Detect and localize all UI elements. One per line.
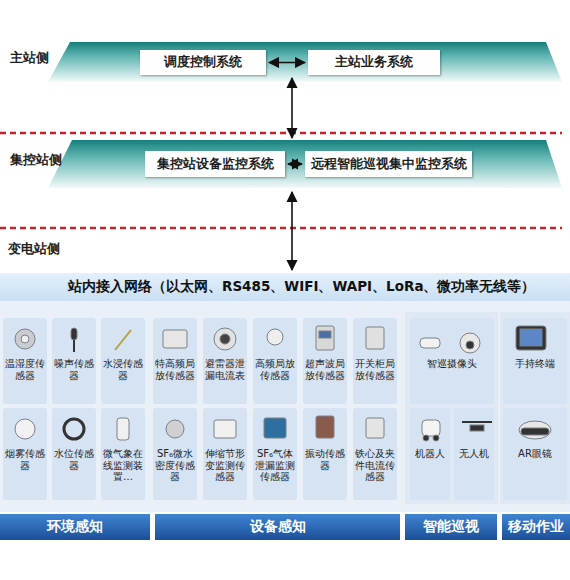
node-text: 铁心及夹件电流传感器 [354, 448, 396, 483]
node-text: 智能巡视 [423, 518, 479, 536]
node-text: 无人机 [455, 448, 493, 460]
device-tile: 无人机 [454, 408, 494, 500]
link-arrow [291, 78, 293, 138]
link-arrow [288, 163, 302, 165]
node-text: 噪声传感器 [53, 358, 95, 381]
divider-line [0, 132, 562, 135]
node-text: 调度控制系统 [164, 54, 242, 71]
tier-label: 集控站侧 [10, 152, 62, 169]
device-tile: 噪声传感器 [52, 318, 96, 404]
tier-label: 主站侧 [10, 50, 49, 67]
device-tile: 超声波局放传感器 [303, 318, 347, 404]
node-text: 设备感知 [250, 518, 306, 536]
device-tile: AR眼镜 [503, 408, 567, 500]
node-text: 移动作业 [508, 518, 564, 536]
system-box: 主站业务系统 [308, 50, 440, 75]
node-text: 水浸传感器 [102, 358, 144, 381]
group-panel [405, 312, 498, 504]
node-text: 伸缩节形变监测传感器 [204, 448, 246, 483]
device-tile: 伸缩节形变监测传感器 [203, 408, 247, 500]
device-tile: SF₆微水密度传感器 [153, 408, 197, 500]
link-arrow [269, 62, 305, 64]
node-text: 水位传感器 [53, 448, 95, 471]
device-tile: 避雷器泄漏电流表 [203, 318, 247, 404]
category-bar: 环境感知 [0, 514, 150, 540]
group-panel [500, 312, 570, 504]
node-text: 微气象在线监测装置… [102, 448, 144, 483]
device-tile: 特高频局放传感器 [153, 318, 197, 404]
divider-line [0, 227, 562, 230]
node-text: 机器人 [411, 448, 449, 460]
system-box: 集控站设备监控系统 [145, 151, 285, 177]
node-text: 高频局放传感器 [254, 358, 296, 381]
device-tile: 高频局放传感器 [253, 318, 297, 404]
device-tile: 水位传感器 [52, 408, 96, 500]
node-text: 超声波局放传感器 [304, 358, 346, 381]
node-text: 智巡摄像头 [411, 358, 493, 370]
node-text: 振动传感器 [304, 448, 346, 471]
device-tile: 智巡摄像头 [410, 318, 494, 404]
node-text: 开关柜局放传感器 [354, 358, 396, 381]
node-text: 主站业务系统 [335, 54, 413, 71]
node-text: 避雷器泄漏电流表 [204, 358, 246, 381]
node-text: 手持终端 [504, 358, 566, 370]
device-tile: 手持终端 [503, 318, 567, 404]
category-bar: 智能巡视 [405, 514, 497, 540]
system-box: 远程智能巡视集中监控系统 [305, 151, 472, 177]
device-tile: 温湿度传感器 [3, 318, 47, 404]
node-text: 特高频局放传感器 [154, 358, 196, 381]
device-tile: 机器人 [410, 408, 450, 500]
node-text: SF₆微水密度传感器 [154, 448, 196, 483]
node-text: 环境感知 [47, 518, 103, 536]
network-bar: 站内接入网络（以太网、RS485、WIFI、WAPI、LoRa、微功率无线等） [0, 273, 570, 301]
category-bar: 设备感知 [155, 514, 400, 540]
device-tile: 微气象在线监测装置… [101, 408, 145, 500]
device-tile: 振动传感器 [303, 408, 347, 500]
node-text: 站内接入网络（以太网、RS485、WIFI、WAPI、LoRa、微功率无线等） [68, 278, 536, 296]
node-text: SF₆气体泄漏监测传感器 [254, 448, 296, 483]
node-text: 远程智能巡视集中监控系统 [311, 156, 467, 173]
category-bar: 移动作业 [502, 514, 570, 540]
device-tile: SF₆气体泄漏监测传感器 [253, 408, 297, 500]
node-text: 集控站设备监控系统 [157, 156, 274, 173]
tier-label: 变电站侧 [8, 241, 60, 258]
link-arrow [291, 192, 293, 270]
device-area [0, 301, 570, 512]
system-box: 调度控制系统 [140, 50, 266, 75]
node-text: 烟雾传感器 [4, 448, 46, 471]
tier-band [48, 42, 562, 82]
tier-band [48, 140, 562, 188]
device-tile: 烟雾传感器 [3, 408, 47, 500]
node-text: 温湿度传感器 [4, 358, 46, 381]
device-tile: 开关柜局放传感器 [353, 318, 397, 404]
device-tile: 水浸传感器 [101, 318, 145, 404]
device-tile: 铁心及夹件电流传感器 [353, 408, 397, 500]
node-text: AR眼镜 [504, 448, 566, 460]
